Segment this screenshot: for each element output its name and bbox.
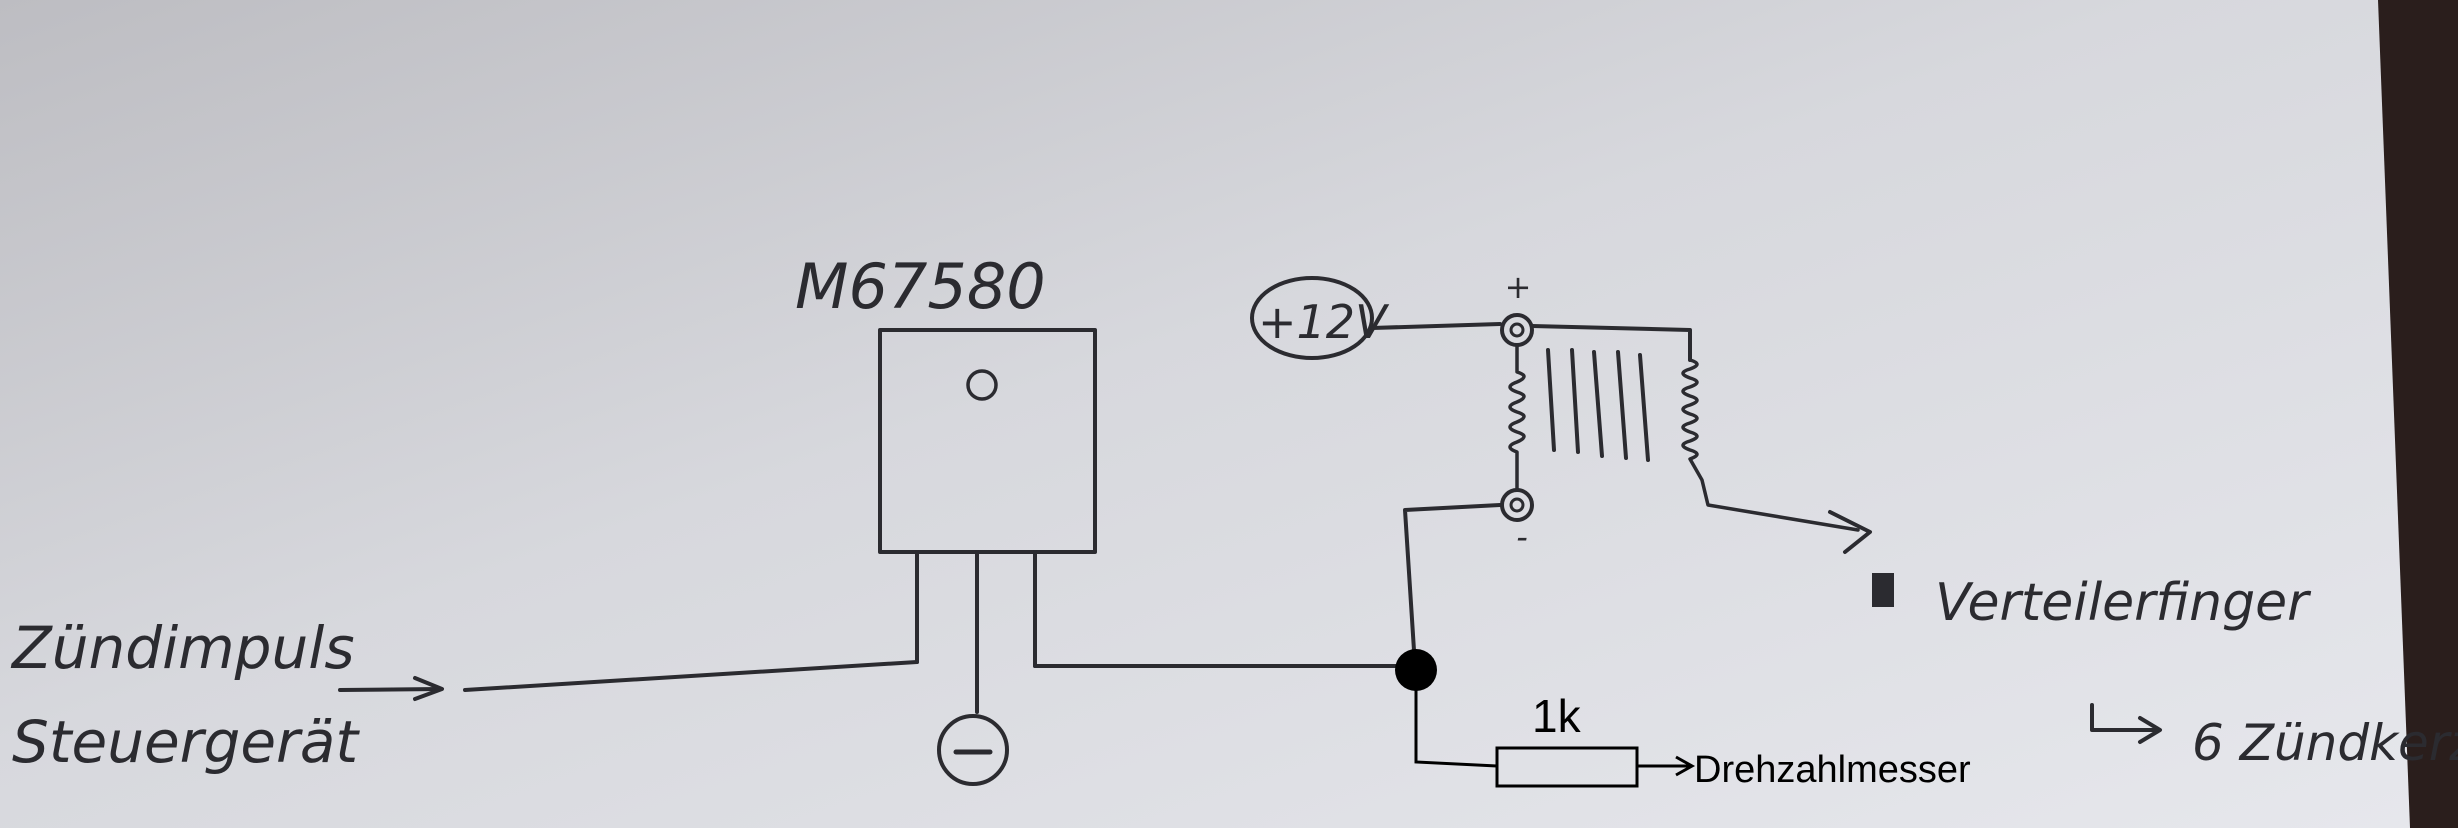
ground-symbol: [937, 714, 1009, 786]
ic-component: M67580: [795, 250, 1097, 714]
hv-arrow-head: [1828, 510, 1872, 554]
wire-supply-to-coil: [1370, 322, 1502, 330]
input-arrow-head: [413, 676, 444, 701]
ic-body: [878, 328, 1097, 554]
ic-label: M67580: [795, 250, 1046, 323]
coil-core: [1546, 348, 1650, 462]
supply-circle: [1250, 276, 1374, 360]
coil-minus-terminal-inner: [1509, 497, 1525, 513]
ic-mount-hole: [966, 369, 998, 401]
tach-arrow-head: [1675, 755, 1696, 777]
tach-label: Drehzahlmesser: [1694, 749, 1971, 791]
coil-plus-label: +: [1505, 268, 1532, 306]
coil-plus-terminal-inner: [1509, 322, 1525, 338]
supply-label: +12V: [1258, 295, 1390, 349]
output-labels: Verteilerfinger 6 Zündkerzen: [1872, 573, 2458, 772]
spark-plugs-label: 6 Zündkerzen: [2192, 714, 2458, 772]
spark-plug-arrow: [2090, 703, 2162, 744]
resistor-value: 1k: [1532, 690, 1582, 742]
supply-12v: +12V: [1250, 276, 1502, 360]
input-label-line2: Steuergerät: [12, 708, 360, 776]
input-signal: Zündimpuls Steuergerät: [10, 614, 444, 776]
input-label-line1: Zündimpuls: [10, 614, 355, 682]
wire-input: [463, 660, 919, 692]
distributor-label: Verteilerfinger: [1935, 573, 2312, 633]
coil-minus-label: -: [1516, 518, 1528, 556]
resistor-branch: 1k Drehzahlmesser: [1414, 670, 1971, 791]
primary-winding: [1508, 343, 1526, 492]
input-arrow-shaft: [338, 687, 442, 692]
wire-node-to-resistor: [1414, 670, 1498, 768]
wire-coil-top: [1530, 324, 1692, 362]
wire-node-to-coil-minus: [1403, 503, 1502, 668]
scribble-mark: [1872, 573, 1894, 607]
ignition-coil: + -: [1500, 268, 1872, 556]
secondary-winding: [1681, 358, 1860, 532]
